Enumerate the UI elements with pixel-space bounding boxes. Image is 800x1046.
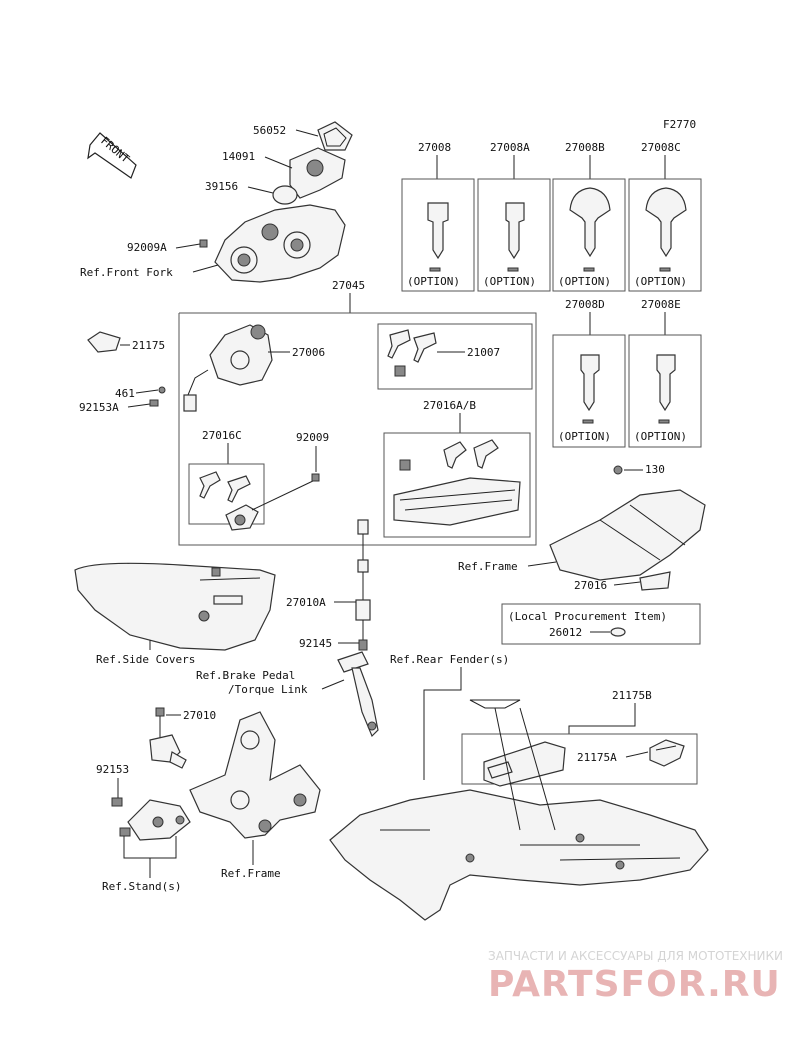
key-27008B-group: 27008B (OPTION) (552, 141, 626, 292)
label-27016AB: 27016A/B (423, 399, 476, 412)
label-27008D: 27008D (565, 298, 605, 311)
label-21175B: 21175B (612, 689, 652, 702)
label-461: 461 (115, 387, 135, 400)
label-92009A: 92009A (127, 241, 167, 254)
key-27008D-group: 27008D (OPTION) (552, 298, 626, 448)
label-92153: 92153 (96, 763, 129, 776)
cap-56052-part (317, 121, 353, 151)
label-21175A: 21175A (577, 751, 617, 764)
assembly-27045-box (178, 312, 537, 546)
label-26012: 26012 (549, 626, 582, 639)
key-27008C-group: 27008C (OPTION) (628, 141, 702, 292)
side-cover-part (74, 562, 276, 651)
option-label-27008B: (OPTION) (558, 275, 611, 288)
watermark-logo: PARTSFOR.RU (488, 964, 781, 1005)
key-fob-21175-part (87, 331, 121, 353)
bolt-92009A-part (199, 239, 208, 248)
label-ref-stands: Ref.Stand(s) (102, 880, 181, 893)
label-92009: 92009 (296, 431, 329, 444)
label-27016: 27016 (574, 579, 607, 592)
option-label-27008A: (OPTION) (483, 275, 536, 288)
cover-14091-part (289, 147, 346, 199)
keys-27016C-box (188, 463, 265, 525)
label-27008B: 27008B (565, 141, 605, 154)
label-ref-torque-link: /Torque Link (228, 683, 308, 696)
part-26012 (610, 627, 626, 637)
label-92145: 92145 (299, 637, 332, 650)
transponder-reader-part (225, 479, 316, 531)
option-label-27008E: (OPTION) (634, 430, 687, 443)
option-label-27008: (OPTION) (407, 275, 460, 288)
label-ref-front-fork: Ref.Front Fork (80, 266, 173, 279)
label-27010A: 27010A (286, 596, 326, 609)
label-ref-brake-pedal: Ref.Brake Pedal (196, 669, 295, 682)
label-27006: 27006 (292, 346, 325, 359)
top-bridge-part (214, 204, 346, 283)
rear-subframe-part (549, 465, 706, 591)
label-130: 130 (645, 463, 665, 476)
side-stand-bracket-part (111, 797, 191, 841)
label-56052: 56052 (253, 124, 286, 137)
key-27008-group: 27008 (OPTION) (401, 141, 475, 292)
label-14091: 14091 (222, 150, 255, 163)
label-27045: 27045 (332, 279, 365, 292)
keys-21007-box (377, 323, 533, 390)
label-ref-frame-bottom: Ref.Frame (221, 867, 281, 880)
key-fob-21175A-part (649, 739, 685, 767)
ecu-holder-21175B-box (461, 733, 698, 785)
key-27008A-group: 27008A (OPTION) (477, 141, 551, 292)
label-ref-rear-fender: Ref.Rear Fender(s) (390, 653, 509, 666)
local-procurement-box (501, 603, 701, 645)
label-39156: 39156 (205, 180, 238, 193)
keys-27016C-part (199, 471, 251, 503)
option-label-27008C: (OPTION) (634, 275, 687, 288)
label-27008: 27008 (418, 141, 451, 154)
brake-switch-27010A-part (355, 519, 371, 651)
keys-21007-part (387, 329, 437, 377)
label-92153A: 92153A (79, 401, 119, 414)
ignition-switch-27006-part (183, 324, 273, 412)
label-27010: 27010 (183, 709, 216, 722)
watermark-tagline: ЗАПЧАСТИ И АКСЕССУАРЫ ДЛЯ МОТОТЕХНИКИ (488, 949, 783, 963)
option-label-27008D: (OPTION) (558, 430, 611, 443)
label-21175: 21175 (132, 339, 165, 352)
front-arrow-icon: FRONT (87, 132, 137, 179)
ecu-27016AB-box (383, 432, 531, 538)
key-27008E-group: 27008E (OPTION) (628, 298, 702, 448)
brake-pedal-part (337, 651, 379, 738)
label-21007: 21007 (467, 346, 500, 359)
label-ref-side-covers: Ref.Side Covers (96, 653, 195, 666)
rear-fender-part (329, 699, 709, 921)
gasket-39156-part (272, 185, 298, 205)
label-local-procurement: (Local Procurement Item) (508, 610, 667, 623)
ecu-27016AB-part (393, 439, 521, 526)
label-ref-frame-right: Ref.Frame (458, 560, 518, 573)
label-27016C: 27016C (202, 429, 242, 442)
ecu-holder-21175B-part (483, 741, 566, 787)
label-27008E: 27008E (641, 298, 681, 311)
label-27008C: 27008C (641, 141, 681, 154)
label-27008A: 27008A (490, 141, 530, 154)
stand-switch-27010-part (149, 707, 187, 769)
main-frame-bottom-part (189, 711, 321, 839)
figure-code: F2770 (663, 118, 696, 131)
